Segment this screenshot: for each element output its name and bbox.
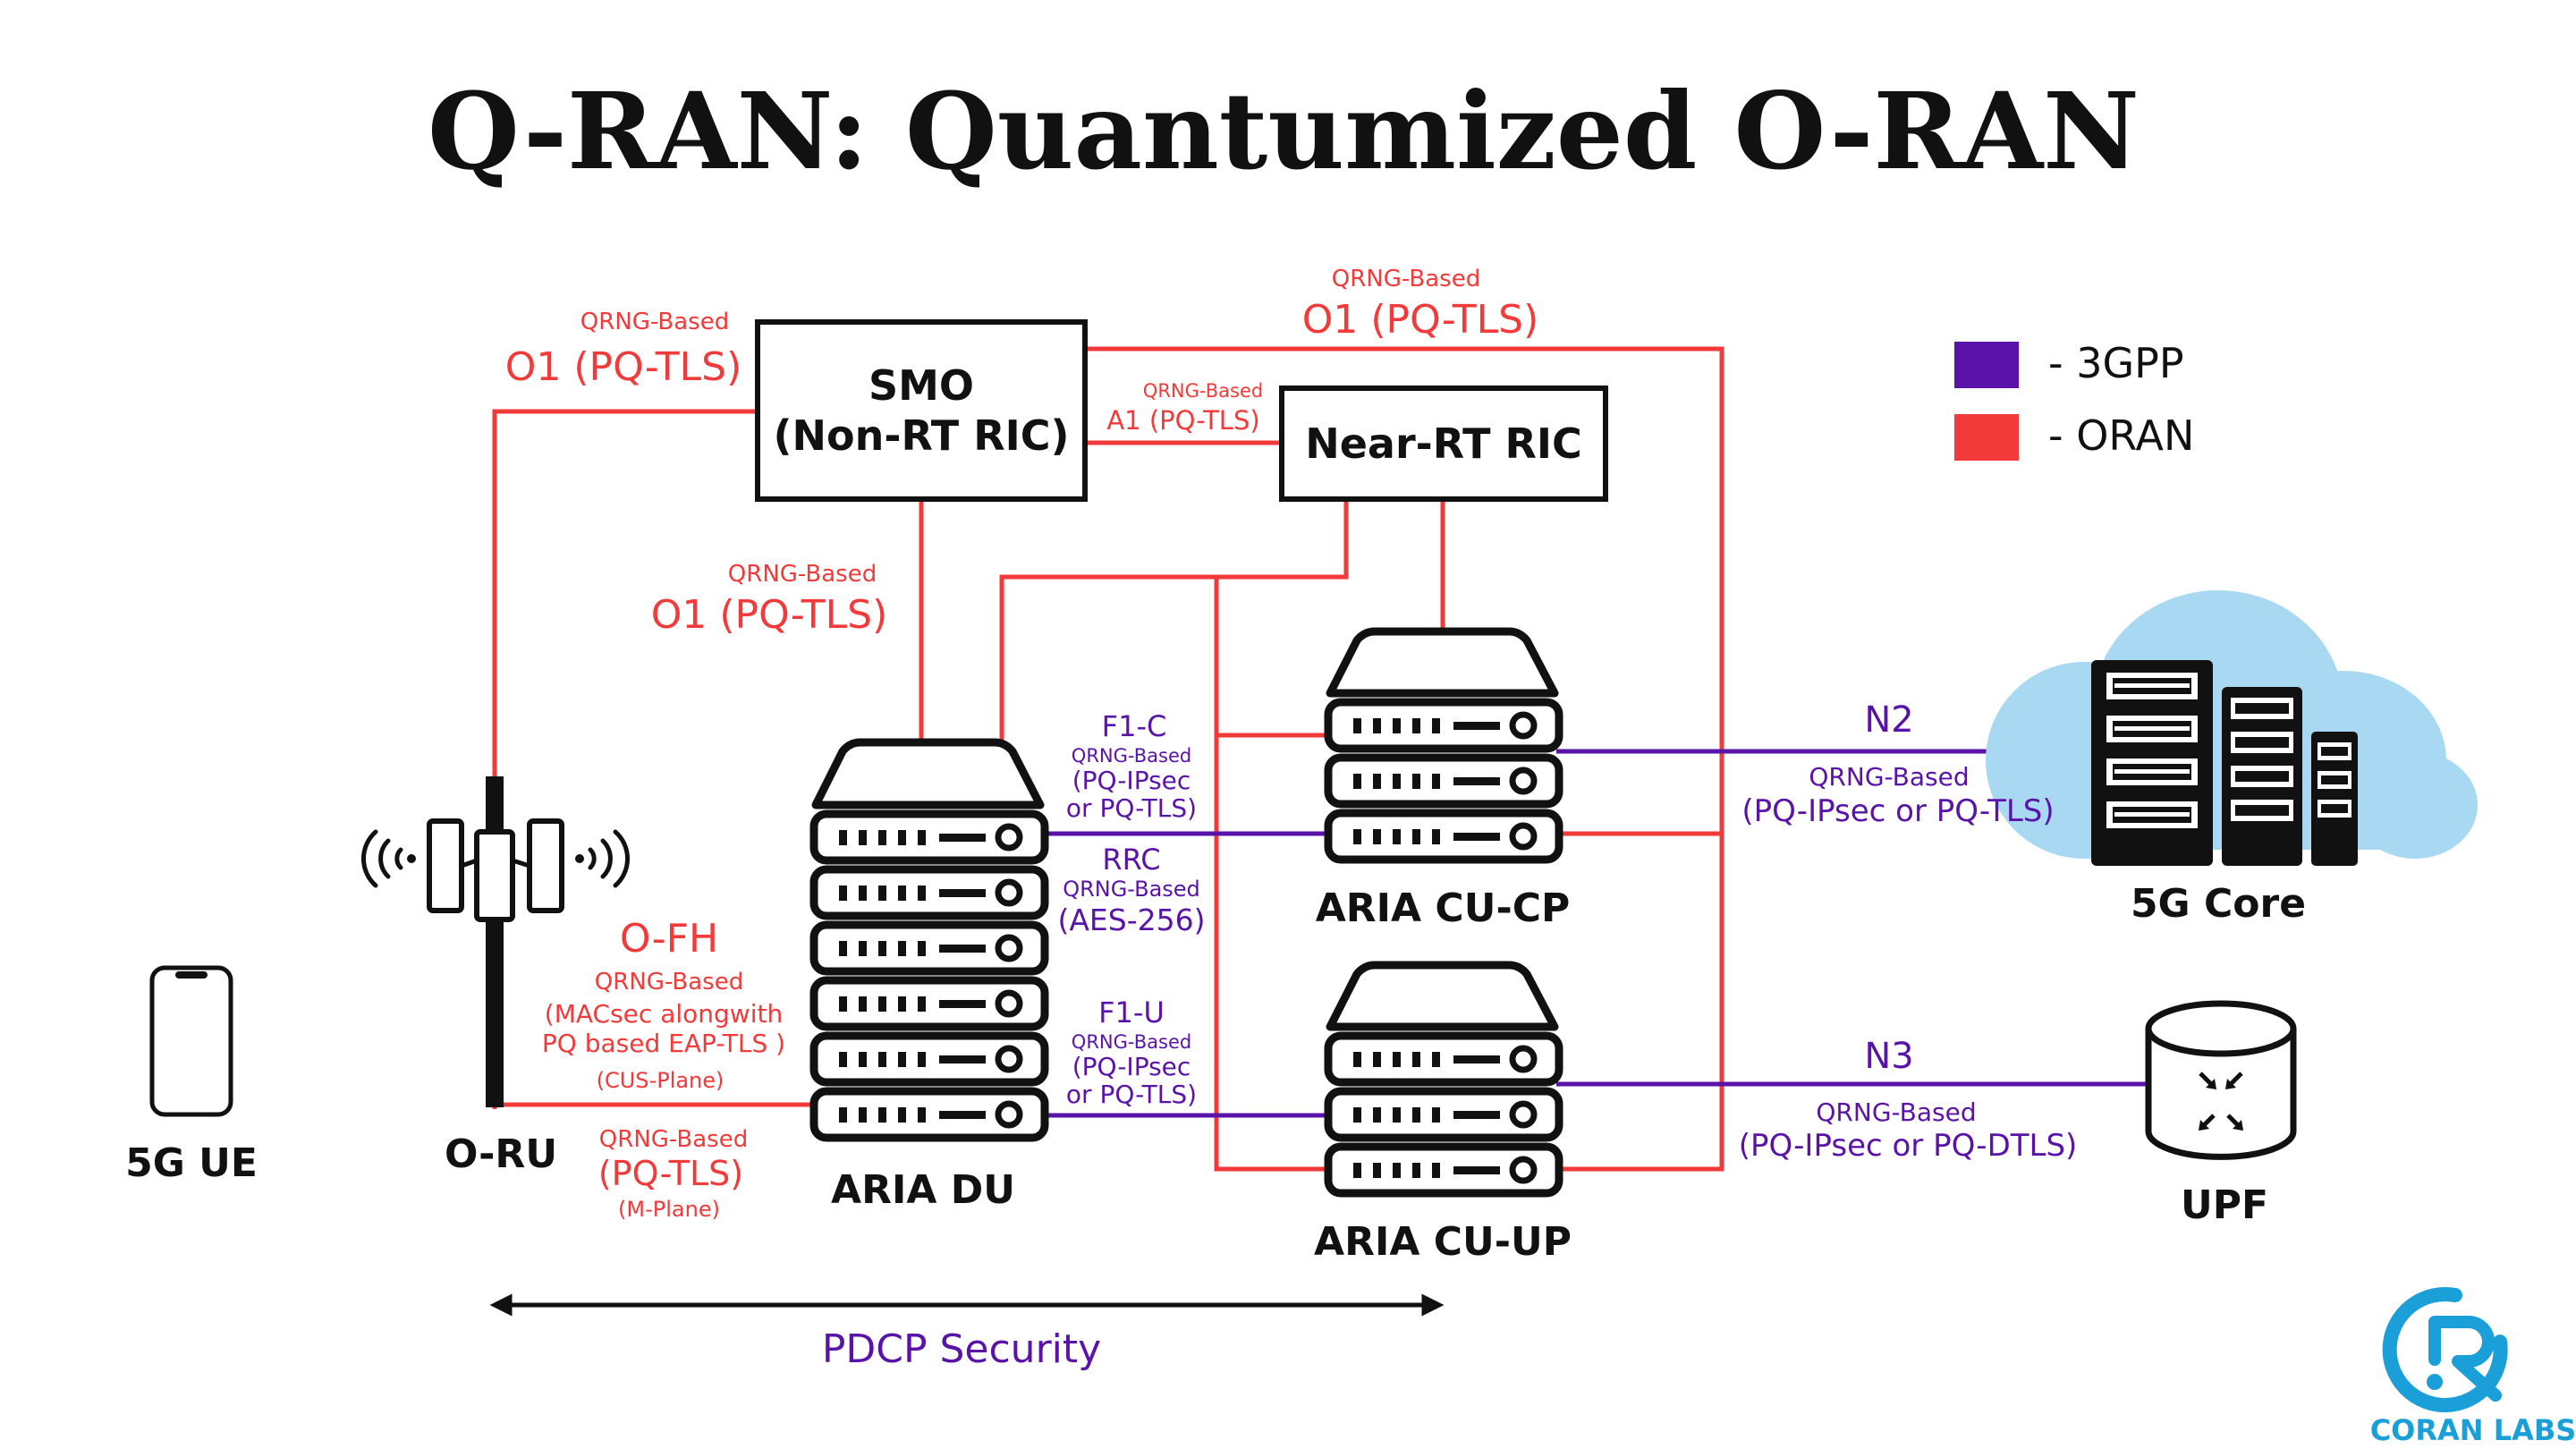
- n3-line1: (PQ-IPsec or PQ-DTLS): [1739, 1128, 2078, 1164]
- o1-du-name: O1 (PQ-TLS): [651, 592, 888, 638]
- o1-oru-name: O1 (PQ-TLS): [505, 344, 742, 390]
- n3-qrng: QRNG-Based: [1816, 1097, 1976, 1127]
- oru-label: O-RU: [445, 1131, 557, 1177]
- o1-oru-qrng: QRNG-Based: [580, 309, 729, 335]
- f1c-qrng: QRNG-Based: [1072, 745, 1191, 767]
- ue-phone-icon: [149, 965, 233, 1117]
- o1-smo-right-line: [1085, 346, 1724, 1172]
- f1c-line2: or PQ-TLS): [1066, 793, 1197, 823]
- aria-cu-cp-server: [1328, 627, 1559, 860]
- page-title: Q-RAN: Quantumized O-RAN: [428, 69, 2140, 193]
- mplane-name: (PQ-TLS): [598, 1154, 743, 1193]
- pdcp-label: PDCP Security: [822, 1326, 1101, 1372]
- coran-labs-logo: CORAN LABS: [2370, 1286, 2576, 1447]
- o1-du-qrng: QRNG-Based: [728, 561, 877, 588]
- rrc-name: RRC: [1102, 843, 1160, 877]
- near-rt-ric-box: Near-RT RIC: [1279, 386, 1608, 502]
- o1-core-qrng: QRNG-Based: [1332, 266, 1480, 292]
- smo-sublabel: (Non-RT RIC): [773, 411, 1069, 460]
- legend-label-oran: - ORAN: [2048, 411, 2194, 460]
- legend-swatch-3gpp: [1954, 342, 2019, 388]
- aria-du-server: [814, 738, 1045, 1138]
- smo-label: SMO: [869, 361, 974, 410]
- aria-cu-up-server: [1328, 961, 1559, 1193]
- a1-qrng: QRNG-Based: [1143, 380, 1263, 402]
- a1-name: A1 (PQ-TLS): [1106, 405, 1259, 436]
- n2-name: N2: [1864, 699, 1913, 741]
- o1-core-name: O1 (PQ-TLS): [1302, 297, 1539, 343]
- core-cloud-icon: [1986, 590, 2478, 866]
- core-rack-icon: [2091, 660, 2358, 866]
- aria-du-label: ARIA DU: [831, 1167, 1015, 1213]
- ofh-qrng: QRNG-Based: [595, 969, 743, 996]
- ofh-line2: PQ based EAP-TLS ): [542, 1029, 785, 1058]
- f1u-name: F1-U: [1098, 996, 1165, 1030]
- smo-box: SMO (Non-RT RIC): [755, 319, 1088, 502]
- aria-cu-cp-label: ARIA CU-CP: [1316, 886, 1571, 931]
- aria-cu-up-label: ARIA CU-UP: [1314, 1219, 1572, 1265]
- oru-tower-icon: [361, 776, 630, 1107]
- near-rt-ric-label: Near-RT RIC: [1305, 419, 1582, 468]
- ofh-line1: (MACsec alongwith: [545, 999, 783, 1029]
- rrc-line1: (AES-256): [1057, 902, 1205, 937]
- f1u-line2: or PQ-TLS): [1066, 1080, 1197, 1109]
- legend-swatch-oran: [1954, 414, 2019, 461]
- logo-text: CORAN LABS: [2370, 1413, 2576, 1447]
- f1u-line1: (PQ-IPsec: [1072, 1052, 1191, 1081]
- f1c-line1: (PQ-IPsec: [1072, 766, 1191, 795]
- mplane-qrng: QRNG-Based: [599, 1126, 748, 1153]
- rrc-qrng: QRNG-Based: [1063, 877, 1200, 902]
- n2-qrng: QRNG-Based: [1809, 762, 1969, 792]
- upf-router-icon: [2145, 1000, 2297, 1160]
- e2-ric-du-line: [999, 499, 1349, 750]
- f1u-qrng: QRNG-Based: [1072, 1031, 1191, 1053]
- core-label: 5G Core: [2131, 881, 2306, 927]
- e2-bus-line: [1214, 577, 1328, 1172]
- legend-label-3gpp: - 3GPP: [2048, 339, 2184, 387]
- upf-label: UPF: [2181, 1182, 2268, 1228]
- ofh-name: O-FH: [620, 916, 718, 962]
- ofh-plane: (CUS-Plane): [597, 1068, 724, 1093]
- mplane-plane: (M-Plane): [618, 1197, 720, 1222]
- n2-line1: (PQ-IPsec or PQ-TLS): [1741, 793, 2054, 829]
- n3-name: N3: [1864, 1036, 1913, 1077]
- f1c-name: F1-C: [1102, 709, 1167, 743]
- ue-label: 5G UE: [125, 1140, 258, 1186]
- logo-r-mark: [2428, 1316, 2502, 1402]
- legend: - 3GPP - ORAN: [1954, 339, 2194, 461]
